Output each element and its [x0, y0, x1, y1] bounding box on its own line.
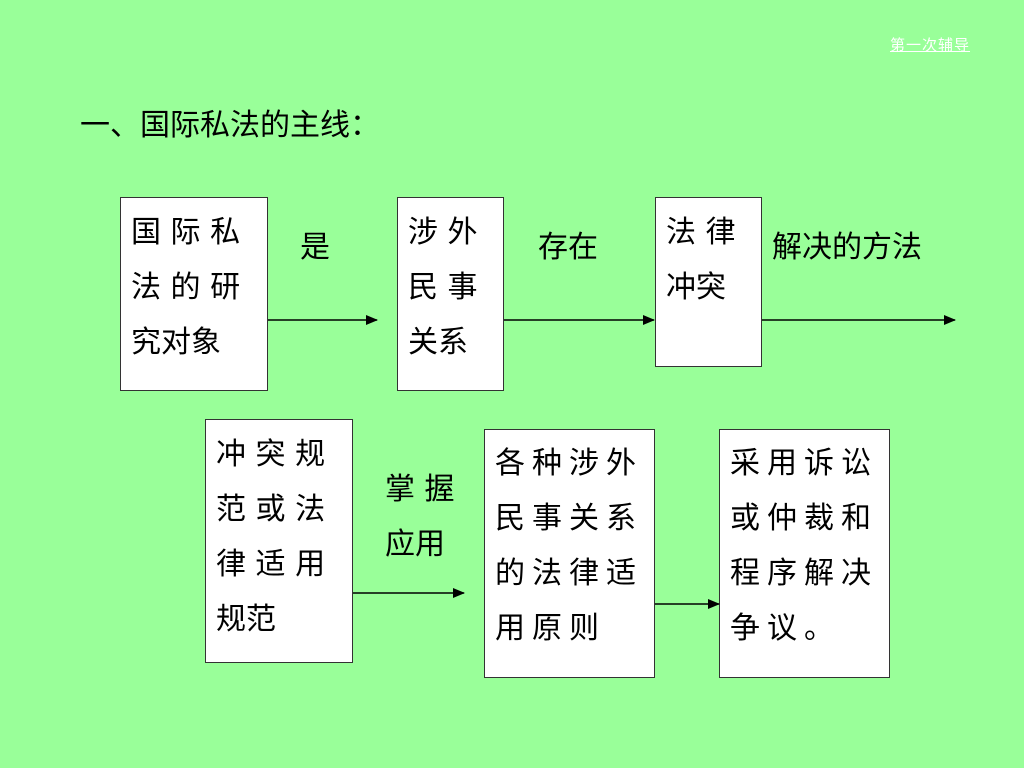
- nav-link-first-tutorial[interactable]: 第一次辅导: [890, 36, 971, 54]
- box-conflict-of-laws: [655, 197, 762, 367]
- label-master-apply: 掌 握 应用: [385, 472, 455, 562]
- label-exists: 存在: [538, 230, 598, 265]
- box-conflict-rules-text: 冲 突 规 范 或 法 律 适 用 规范: [216, 437, 326, 637]
- box-applicable-law-principles: [484, 429, 655, 678]
- label-is: 是: [300, 230, 330, 265]
- box-foreign-civil-relations-text: 涉 外 民 事 关系: [408, 215, 478, 360]
- box-conflict-rules: [205, 419, 353, 663]
- box-dispute-resolution: [719, 429, 890, 678]
- box-research-object: [120, 197, 268, 391]
- box-research-object-text: 国 际 私 法 的 研 究对象: [131, 215, 241, 360]
- box-conflict-of-laws-text: 法 律 冲突: [666, 215, 736, 305]
- label-solution-method: 解决的方法: [772, 230, 922, 265]
- box-foreign-civil-relations: [397, 197, 504, 391]
- box-applicable-law-principles-text: 各种涉外 民事关系 的法律适 用原则: [495, 446, 643, 646]
- page-title: 一、国际私法的主线：: [80, 108, 380, 143]
- box-dispute-resolution-text: 采用诉讼 或仲裁和 程序解决 争议。: [730, 446, 878, 646]
